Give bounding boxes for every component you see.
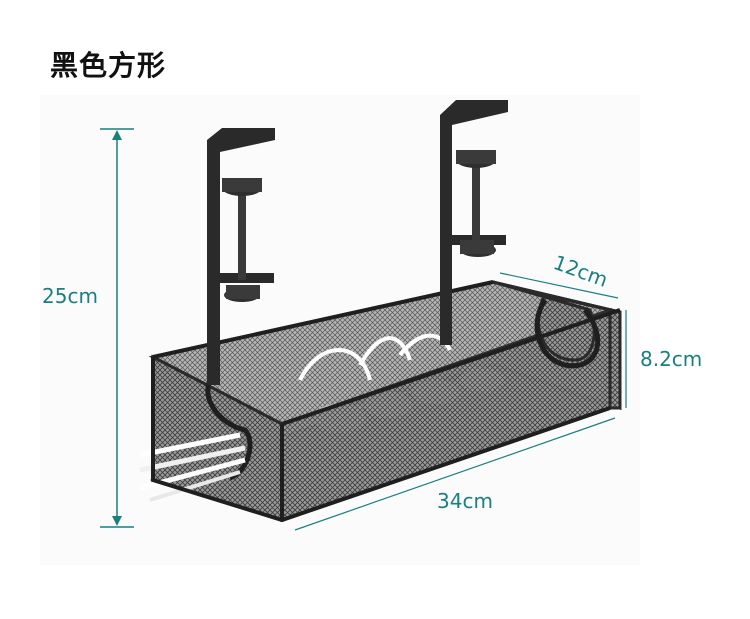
page-title: 黑色方形 xyxy=(50,49,167,82)
right-clamp xyxy=(440,100,508,345)
dimension-annotations xyxy=(100,128,627,531)
length-label: 34cm xyxy=(437,489,493,513)
depth-dimension-line xyxy=(499,272,619,299)
height-arrow-top xyxy=(112,130,122,140)
length-dimension-line xyxy=(294,417,616,531)
side-height-label: 8.2cm xyxy=(640,347,702,371)
height-arrow-bottom xyxy=(112,516,122,526)
right-cable-slot xyxy=(534,298,601,369)
height-label: 25cm xyxy=(42,284,98,308)
cable-tray-basket xyxy=(139,100,622,523)
left-cable-slot xyxy=(205,370,253,481)
left-clamp xyxy=(207,128,275,385)
